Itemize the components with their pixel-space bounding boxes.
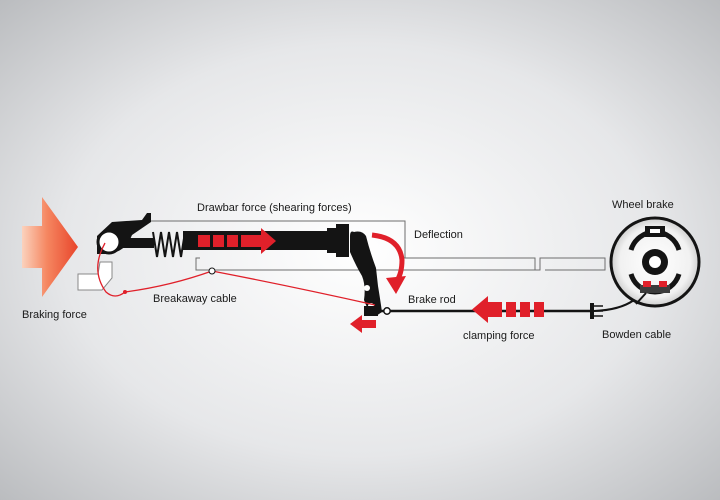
label-drawbar-force: Drawbar force (shearing forces) xyxy=(197,202,352,214)
brake-rod-pin xyxy=(383,307,391,315)
coupling-head xyxy=(96,213,154,255)
breakaway-cable xyxy=(97,242,376,306)
wheel-brake-drum xyxy=(609,216,701,308)
label-wheel-brake: Wheel brake xyxy=(612,199,674,211)
label-bowden-cable: Bowden cable xyxy=(602,329,672,341)
label-deflection: Deflection xyxy=(414,229,463,241)
return-arrow xyxy=(350,315,376,333)
drawbar-plunger xyxy=(327,228,337,253)
braking-force-arrow xyxy=(22,197,78,297)
breakaway-cable-eye xyxy=(208,267,216,275)
breakaway-cable-anchor xyxy=(123,290,127,294)
drawbar-force-arrow xyxy=(198,228,276,254)
drawbar-cap xyxy=(336,224,349,257)
brake-rod-clevis xyxy=(364,306,378,316)
label-brake-rod: Brake rod xyxy=(408,294,456,306)
coupling-handle xyxy=(77,261,113,291)
clamping-force-arrow xyxy=(472,296,544,323)
label-breakaway-cable: Breakaway cable xyxy=(153,293,237,305)
label-braking-force: Braking force xyxy=(22,309,87,321)
bellows xyxy=(152,231,186,258)
deflection-arrow xyxy=(371,232,406,294)
label-clamping-force: clamping force xyxy=(463,330,535,342)
